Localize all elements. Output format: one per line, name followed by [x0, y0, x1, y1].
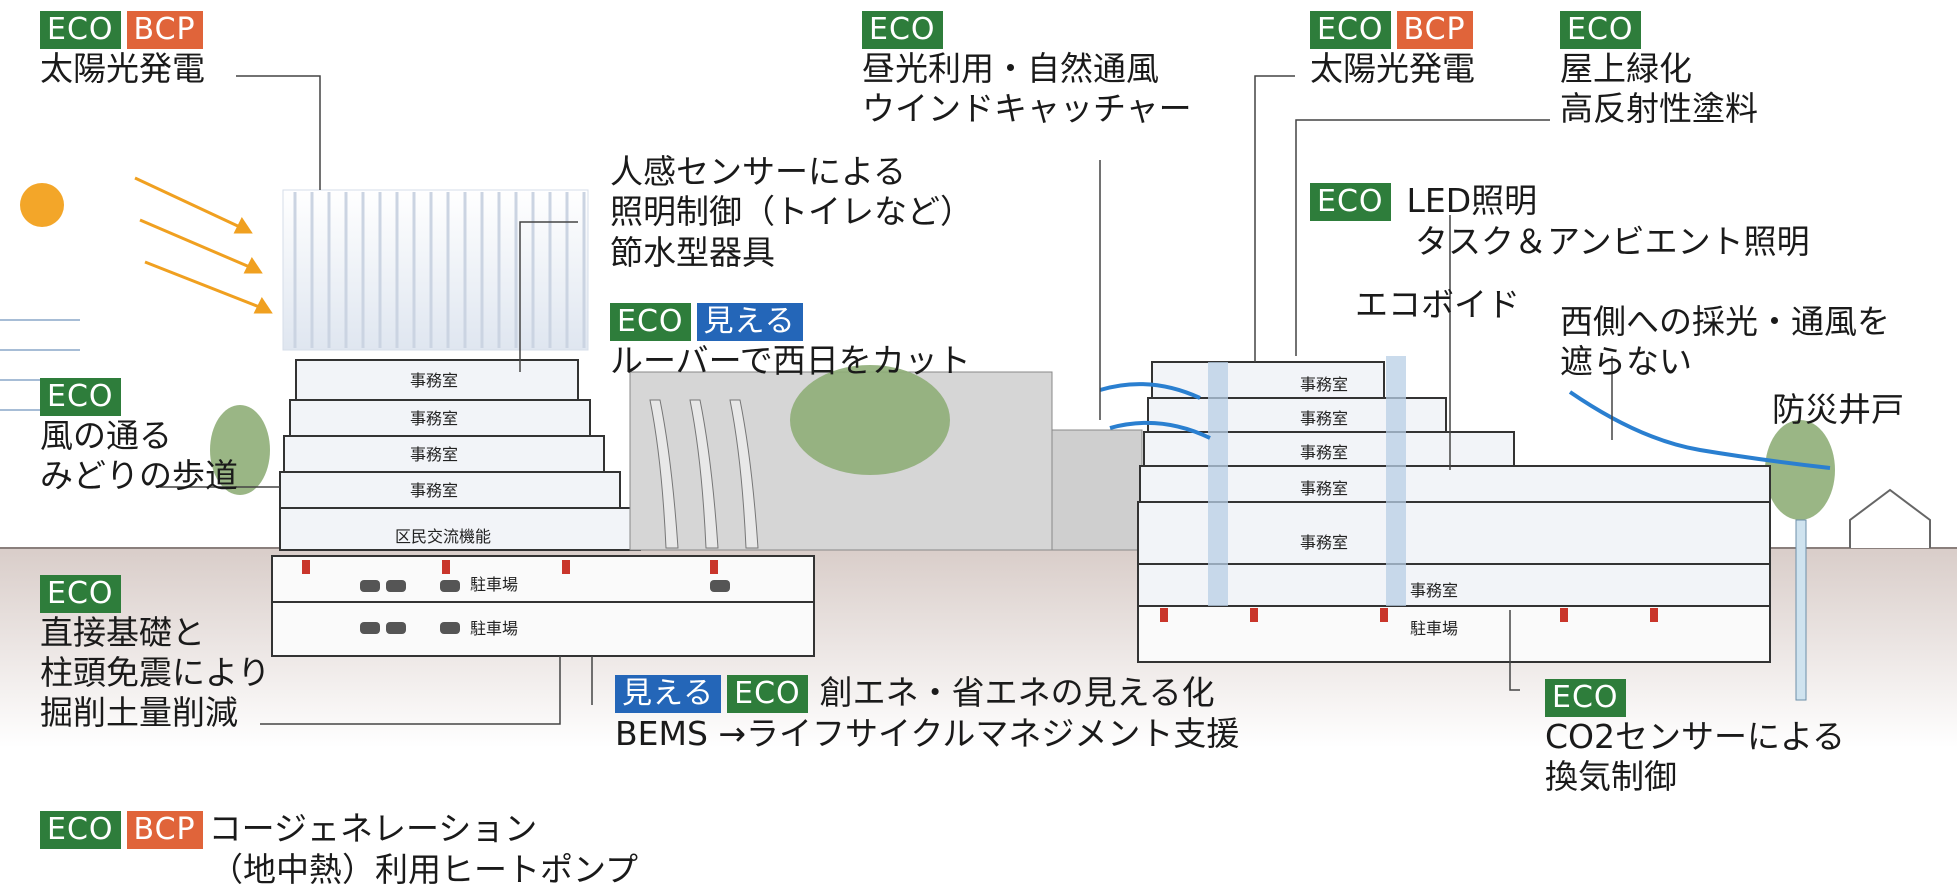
bcp-tag: BCP: [1396, 10, 1473, 49]
mieru-tag: 見える: [615, 674, 722, 713]
annotation-daylight: ECO 昼光利用・自然通風 ウインドキャッチャー: [862, 8, 1192, 129]
bcp-tag: BCP: [126, 10, 203, 49]
annotation-co2: ECO CO2センサーによる 換気制御: [1545, 676, 1845, 797]
tree-icon: [210, 365, 1835, 520]
right-building: [1137, 361, 1771, 663]
room-label-office: 事務室: [410, 371, 458, 390]
wind-arrow-icon: [1099, 382, 1831, 470]
sun-icon: [20, 183, 64, 227]
foundation-line-3: 掘削土量削減: [40, 693, 238, 732]
room-label-office: 事務室: [410, 409, 458, 428]
led-line-1: LED照明: [1406, 181, 1538, 221]
co2-line-1: CO2センサーによる: [1545, 716, 1846, 756]
annotation-ecovoid: エコボイド: [1355, 285, 1520, 325]
eco-tag: ECO: [862, 10, 943, 49]
led-line-2: タスク＆アンビエント照明: [1415, 221, 1810, 261]
room-label-parking: 駐車場: [470, 575, 518, 594]
sensor-line-1: 人感センサーによる: [610, 152, 907, 191]
eco-void: [1208, 356, 1406, 606]
cogen-line-1: コージェネレーション: [208, 809, 538, 849]
foundation-line-1: 直接基礎と: [40, 612, 205, 652]
roof-line-1: 屋上緑化: [1560, 48, 1692, 88]
bems-line-2: BEMS →ライフサイクルマネジメント支援: [615, 713, 1240, 753]
eco-tag: ECO: [610, 302, 691, 341]
well-label: 防災井戸: [1772, 390, 1904, 429]
room-label-office: 事務室: [410, 481, 458, 500]
disaster-well-icon: [1795, 519, 1807, 701]
eco-tag: ECO: [1310, 10, 1391, 49]
co2-line-2: 換気制御: [1545, 756, 1677, 796]
room-label-parking: 駐車場: [1410, 619, 1458, 638]
car-icon: [360, 580, 730, 634]
daylight-line-1: 昼光利用・自然通風: [862, 48, 1159, 88]
west-line-2: 遮らない: [1560, 342, 1692, 382]
west-line-1: 西側への採光・通風を: [1560, 302, 1890, 341]
annotation-west: 西側への採光・通風を 遮らない: [1560, 302, 1890, 383]
ecovoid-label: エコボイド: [1355, 285, 1520, 324]
eco-tag: ECO: [40, 810, 121, 849]
sensor-line-3: 節水型器具: [610, 232, 775, 272]
leader-lines: [160, 75, 1613, 725]
house-icon: [1849, 488, 1931, 548]
room-label-exchange: 区民交流機能: [395, 527, 491, 546]
room-label-office: 事務室: [1300, 479, 1348, 498]
mieru-tag: 見える: [696, 302, 803, 341]
eco-tag: ECO: [1310, 182, 1391, 221]
bems-line-1: 創エネ・省エネの見える化: [819, 673, 1215, 713]
roof-solar-louver: [282, 189, 589, 351]
annotation-foundation: ECO 直接基礎と 柱頭免震により 掘削土量削減: [40, 572, 270, 733]
eco-tag: ECO: [1545, 678, 1626, 717]
room-label-office: 事務室: [410, 445, 458, 464]
room-label-office: 事務室: [1300, 409, 1348, 428]
bcp-tag: BCP: [126, 810, 203, 849]
eco-tag: ECO: [1560, 10, 1641, 49]
annotation-sensor: 人感センサーによる 照明制御（トイレなど） 節水型器具: [610, 152, 973, 273]
walkway-line-1: 風の通る: [40, 415, 172, 455]
annotation-roof: ECO 屋上緑化 高反射性塗料: [1560, 8, 1758, 129]
eco-tag: ECO: [727, 674, 808, 713]
annotation-led: ECO LED照明 タスク＆アンビエント照明: [1310, 180, 1810, 262]
cogen-line-2: （地中熱）利用ヒートポンプ: [210, 849, 639, 889]
room-label-parking: 駐車場: [470, 619, 518, 638]
room-label-office: 事務室: [1300, 375, 1348, 394]
louver-label: ルーバーで西日をカット: [610, 340, 971, 380]
roof-line-2: 高反射性塗料: [1560, 88, 1758, 128]
solar-right-label: 太陽光発電: [1310, 48, 1475, 88]
room-label-office: 事務室: [1410, 581, 1458, 600]
room-label-office: 事務室: [1300, 533, 1348, 552]
left-building: [271, 359, 815, 657]
sensor-line-2: 照明制御（トイレなど）: [610, 192, 973, 232]
eco-tag: ECO: [40, 377, 121, 416]
daylight-line-2: ウインドキャッチャー: [862, 88, 1192, 128]
eco-tag: ECO: [40, 10, 121, 49]
eco-tag: ECO: [40, 574, 121, 613]
walkway-line-2: みどりの歩道: [40, 455, 238, 495]
annotation-well: 防災井戸: [1772, 390, 1904, 430]
solar-left-label: 太陽光発電: [40, 48, 205, 88]
sunlight-arrow-icon: [134, 176, 273, 314]
right-parking-columns: [1160, 608, 1658, 622]
annotation-walkway: ECO 風の通る みどりの歩道: [40, 375, 238, 496]
left-parking-columns: [302, 560, 718, 574]
foundation-line-2: 柱頭免震により: [40, 652, 271, 692]
room-label-office: 事務室: [1300, 443, 1348, 462]
